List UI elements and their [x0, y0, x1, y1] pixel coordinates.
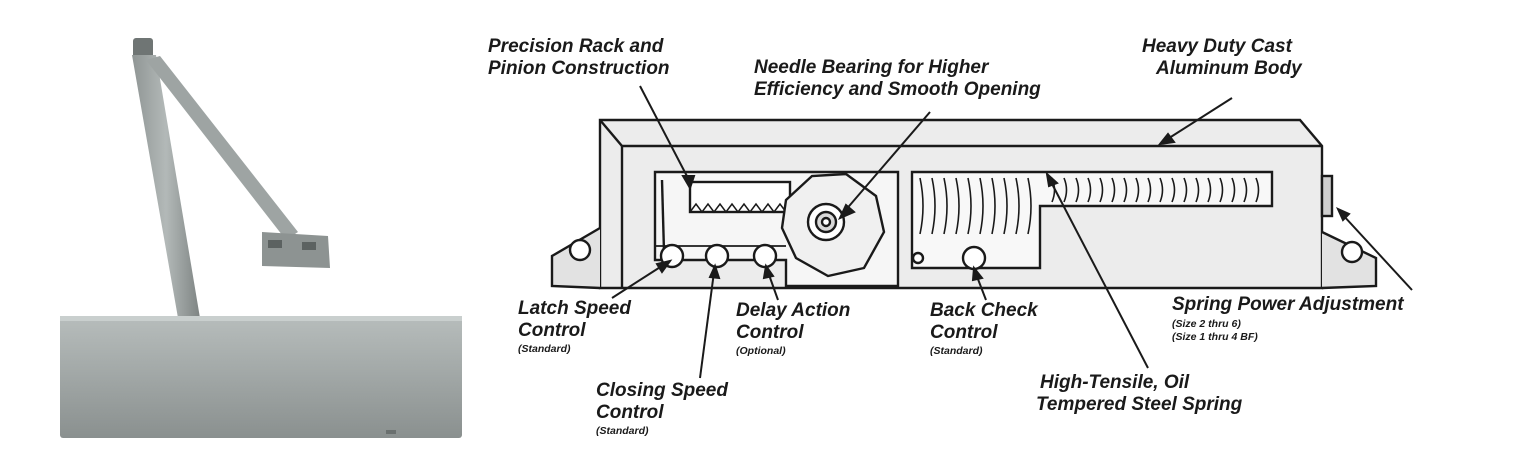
delay-action-valve	[752, 243, 778, 269]
leader-lines	[611, 85, 1413, 379]
label-back-check: Back Check Control (Standard)	[930, 300, 1038, 357]
label-aluminum-body: Heavy Duty Cast Aluminum Body	[1142, 36, 1302, 80]
arm-pivot	[133, 38, 153, 60]
label-closing-speed: Closing Speed Control (Standard)	[596, 380, 728, 437]
label-needle-bearing: Needle Bearing for Higher Efficiency and…	[754, 57, 1041, 101]
label-latch-speed: Latch Speed Control (Standard)	[518, 298, 631, 355]
back-check-valve	[961, 245, 987, 271]
label-rack-pinion: Precision Rack and Pinion Construction	[488, 36, 670, 80]
closing-speed-valve	[704, 243, 730, 269]
label-spring-power: Spring Power Adjustment (Size 2 thru 6) …	[1172, 294, 1404, 343]
main-arm	[132, 55, 200, 318]
forearm	[146, 56, 298, 240]
label-delay-action: Delay Action Control (Optional)	[736, 300, 851, 357]
closer-body	[60, 316, 462, 438]
door-closer-photo	[60, 38, 462, 438]
spring-chamber	[910, 170, 1274, 270]
spring-power-adjuster	[1320, 174, 1334, 218]
label-steel-spring: High-Tensile, Oil Tempered Steel Spring	[1036, 372, 1243, 416]
